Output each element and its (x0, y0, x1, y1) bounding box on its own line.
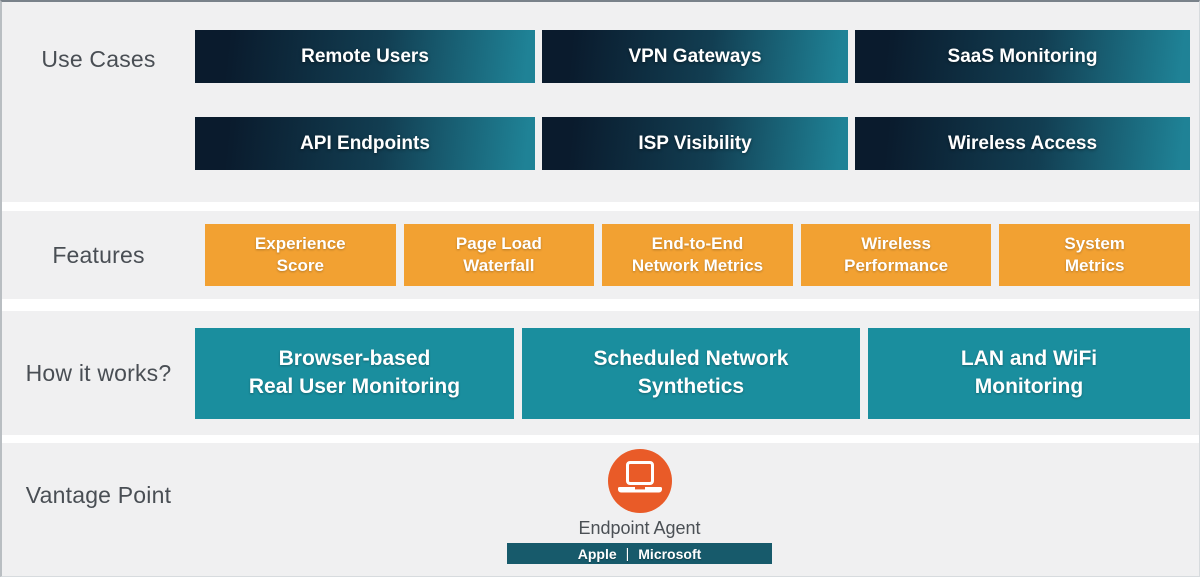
usecase-api-endpoints: API Endpoints (195, 117, 535, 170)
platform-bar: Apple | Microsoft (507, 543, 772, 564)
endpoint-agent-label: Endpoint Agent (578, 518, 701, 538)
section-use-cases: Use Cases Remote Users VPN Gateways SaaS… (2, 2, 1199, 202)
section-how-it-works: How it works? Browser-based Real User Mo… (2, 311, 1199, 435)
band-divider (2, 202, 1199, 211)
usecase-vpn-gateways: VPN Gateways (542, 30, 848, 83)
platform-divider: | (625, 544, 630, 561)
usecase-remote-users: Remote Users (195, 30, 535, 83)
how-browser-based-rum: Browser-based Real User Monitoring (195, 327, 514, 419)
how-scheduled-network-synthetics: Scheduled Network Synthetics (522, 327, 860, 419)
how-lan-wifi-monitoring: LAN and WiFi Monitoring (868, 327, 1190, 419)
section-features: Features Experience Score Page Load Wate… (2, 211, 1199, 299)
usecase-isp-visibility: ISP Visibility (542, 117, 848, 170)
platform-microsoft: Microsoft (638, 545, 702, 562)
use-cases-label: Use Cases (41, 46, 156, 72)
use-cases-content: Remote Users VPN Gateways SaaS Monitorin… (195, 2, 1190, 202)
feature-experience-score: Experience Score (205, 224, 396, 286)
features-content: Experience Score Page Load Waterfall End… (205, 211, 1190, 299)
feature-page-load-waterfall: Page Load Waterfall (403, 224, 595, 286)
section-vantage-point: Vantage Point Endpoint Agent Apple | Mic… (2, 443, 1199, 576)
feature-wireless-performance: Wireless Performance (800, 224, 992, 286)
use-cases-grid: Remote Users VPN Gateways SaaS Monitorin… (195, 30, 1190, 170)
features-label: Features (52, 241, 145, 268)
how-it-works-content: Browser-based Real User Monitoring Sched… (195, 311, 1190, 435)
laptop-icon (617, 459, 663, 504)
band-divider (2, 435, 1199, 443)
feature-end-to-end-network-metrics: End-to-End Network Metrics (602, 224, 793, 286)
usecase-saas-monitoring: SaaS Monitoring (855, 30, 1190, 83)
platform-apple: Apple (577, 545, 617, 562)
how-it-works-label: How it works? (25, 359, 172, 386)
vantage-point-label: Vantage Point (25, 482, 172, 508)
feature-system-metrics: System Metrics (999, 224, 1190, 286)
band-divider (2, 299, 1199, 311)
endpoint-agent-badge (607, 449, 672, 513)
endpoint-agent-group: Endpoint Agent Apple | Microsoft (507, 449, 772, 564)
usecase-wireless-access: Wireless Access (855, 117, 1190, 170)
